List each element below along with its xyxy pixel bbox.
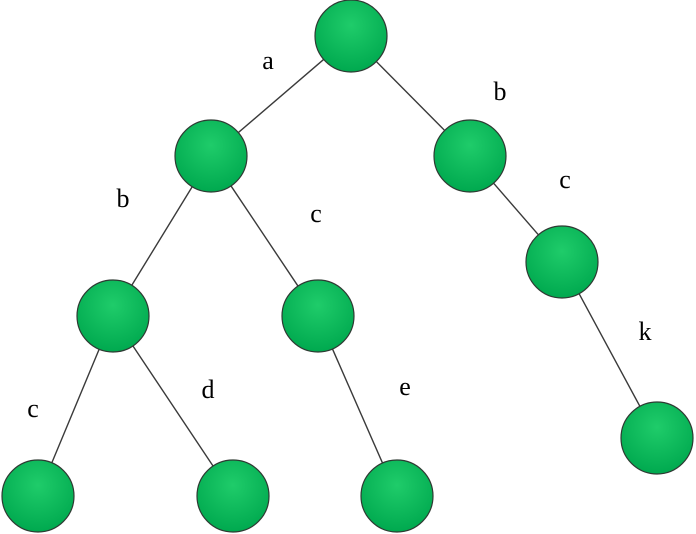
edge-label-root-a: a <box>262 46 274 75</box>
edge-a-ab <box>131 186 193 286</box>
edge-label-a-ac: c <box>310 199 322 228</box>
node-b <box>433 119 507 193</box>
edge-root-a <box>237 58 325 134</box>
node-abd <box>196 459 270 533</box>
edge-ab-abd <box>132 345 214 467</box>
node-abc <box>1 459 75 533</box>
edge-label-bc-bck: k <box>639 317 652 346</box>
edge-bc-bck <box>578 293 641 407</box>
node-ac <box>281 279 355 353</box>
node-a <box>174 119 248 193</box>
edge-label-ab-abc: c <box>27 394 39 423</box>
node-bck <box>620 401 694 475</box>
edge-label-ac-ace: e <box>399 372 411 401</box>
edge-a-ac <box>230 185 299 287</box>
edge-labels-layer: a b b c c c d e k <box>27 46 651 423</box>
edge-label-root-b: b <box>494 77 507 106</box>
edge-label-b-bc: c <box>559 165 571 194</box>
edge-label-a-ab: b <box>117 184 130 213</box>
node-bc <box>525 225 599 299</box>
edge-ac-ace <box>331 348 384 464</box>
edge-b-bc <box>493 182 539 236</box>
edge-root-b <box>375 61 446 131</box>
edge-label-ab-abd: d <box>202 375 215 404</box>
node-root <box>314 0 388 73</box>
edges-layer <box>51 58 641 467</box>
edge-ab-abc <box>51 348 100 464</box>
node-ab <box>76 279 150 353</box>
node-ace <box>360 459 434 533</box>
